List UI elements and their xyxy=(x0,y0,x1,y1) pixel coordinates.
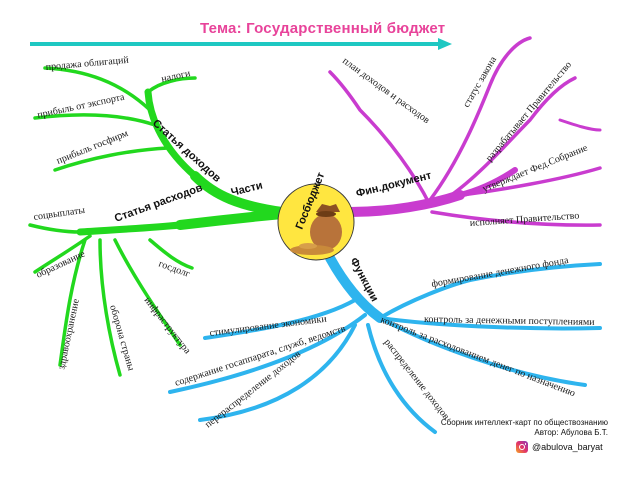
page-title: Тема: Государственный бюджет xyxy=(200,20,446,37)
functions-item: формирование денежного фонда xyxy=(431,255,570,290)
center-node: Госбюджет xyxy=(277,170,355,261)
credits: Сборник интеллект-карт по обществознанию… xyxy=(438,418,608,438)
income-label: Статья доходов xyxy=(150,117,223,185)
instagram-text: @abulova_baryat xyxy=(532,442,603,452)
income-item: продажа облигаций xyxy=(45,55,130,73)
findoc-label: Фин.документ xyxy=(355,169,434,199)
functions-item: распределение доходов xyxy=(382,337,452,422)
parts-label: Части xyxy=(230,179,264,198)
findoc-item: статус закона xyxy=(461,54,499,109)
expense-item: инфраструктура xyxy=(142,295,193,356)
credits-line1: Сборник интеллект-карт по обществознанию xyxy=(440,418,608,427)
branch-findoc xyxy=(328,36,602,227)
functions-item: контроль за денежными поступлениями xyxy=(424,314,595,328)
income-item: налоги xyxy=(160,68,192,85)
expense-label: Статья расходов xyxy=(113,182,204,225)
money-bag-icon xyxy=(290,204,342,255)
instagram-handle[interactable]: @abulova_baryat xyxy=(516,440,603,454)
instagram-icon xyxy=(516,441,528,453)
expense-item: госдолг xyxy=(157,258,191,279)
top-arrow xyxy=(30,38,452,50)
findoc-item: план доходов и расходов xyxy=(340,56,432,127)
expense-item: здравоохранение xyxy=(56,297,82,370)
branch-parts xyxy=(28,66,287,377)
branch-functions xyxy=(168,253,602,434)
income-item: прибыль госфирм xyxy=(55,128,130,167)
credits-line2: Автор: Абулова Б.Т. xyxy=(534,428,608,437)
findoc-item: разрабатывает Правительство xyxy=(484,60,574,164)
expense-item: соцвыплаты xyxy=(33,205,86,223)
